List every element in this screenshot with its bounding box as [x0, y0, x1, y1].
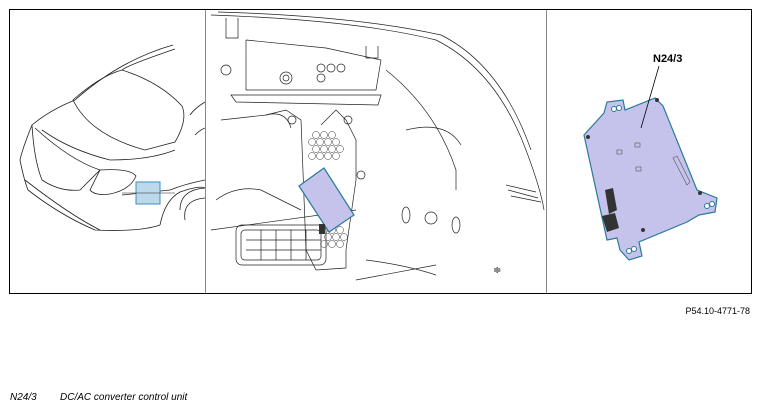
- control-unit-installed: [298, 167, 355, 234]
- svg-text:≑: ≑: [493, 265, 501, 276]
- panel-vehicle-overview: [10, 10, 205, 293]
- vehicle-rear-illustration: [19, 44, 205, 231]
- panel-component-detail: N24/3: [547, 10, 752, 293]
- legend-label: DC/AC converter control unit: [60, 392, 188, 403]
- panel-divider: [546, 10, 547, 293]
- legend-code: N24/3: [10, 392, 37, 403]
- control-unit-detail-illustration: [583, 65, 718, 261]
- panel-divider: [205, 10, 206, 293]
- legend-item: N24/3 DC/AC converter control unit: [10, 392, 187, 403]
- callout-label: N24/3: [653, 53, 683, 65]
- figure-frame: ≑: [9, 9, 752, 294]
- callout-leader-line: [640, 65, 660, 129]
- trunk-interior-illustration: ≑: [210, 11, 545, 281]
- figure-reference-code: P54.10-4771-78: [685, 306, 750, 316]
- panel-trunk-location: ≑: [206, 10, 546, 293]
- control-unit-detail: [583, 97, 718, 261]
